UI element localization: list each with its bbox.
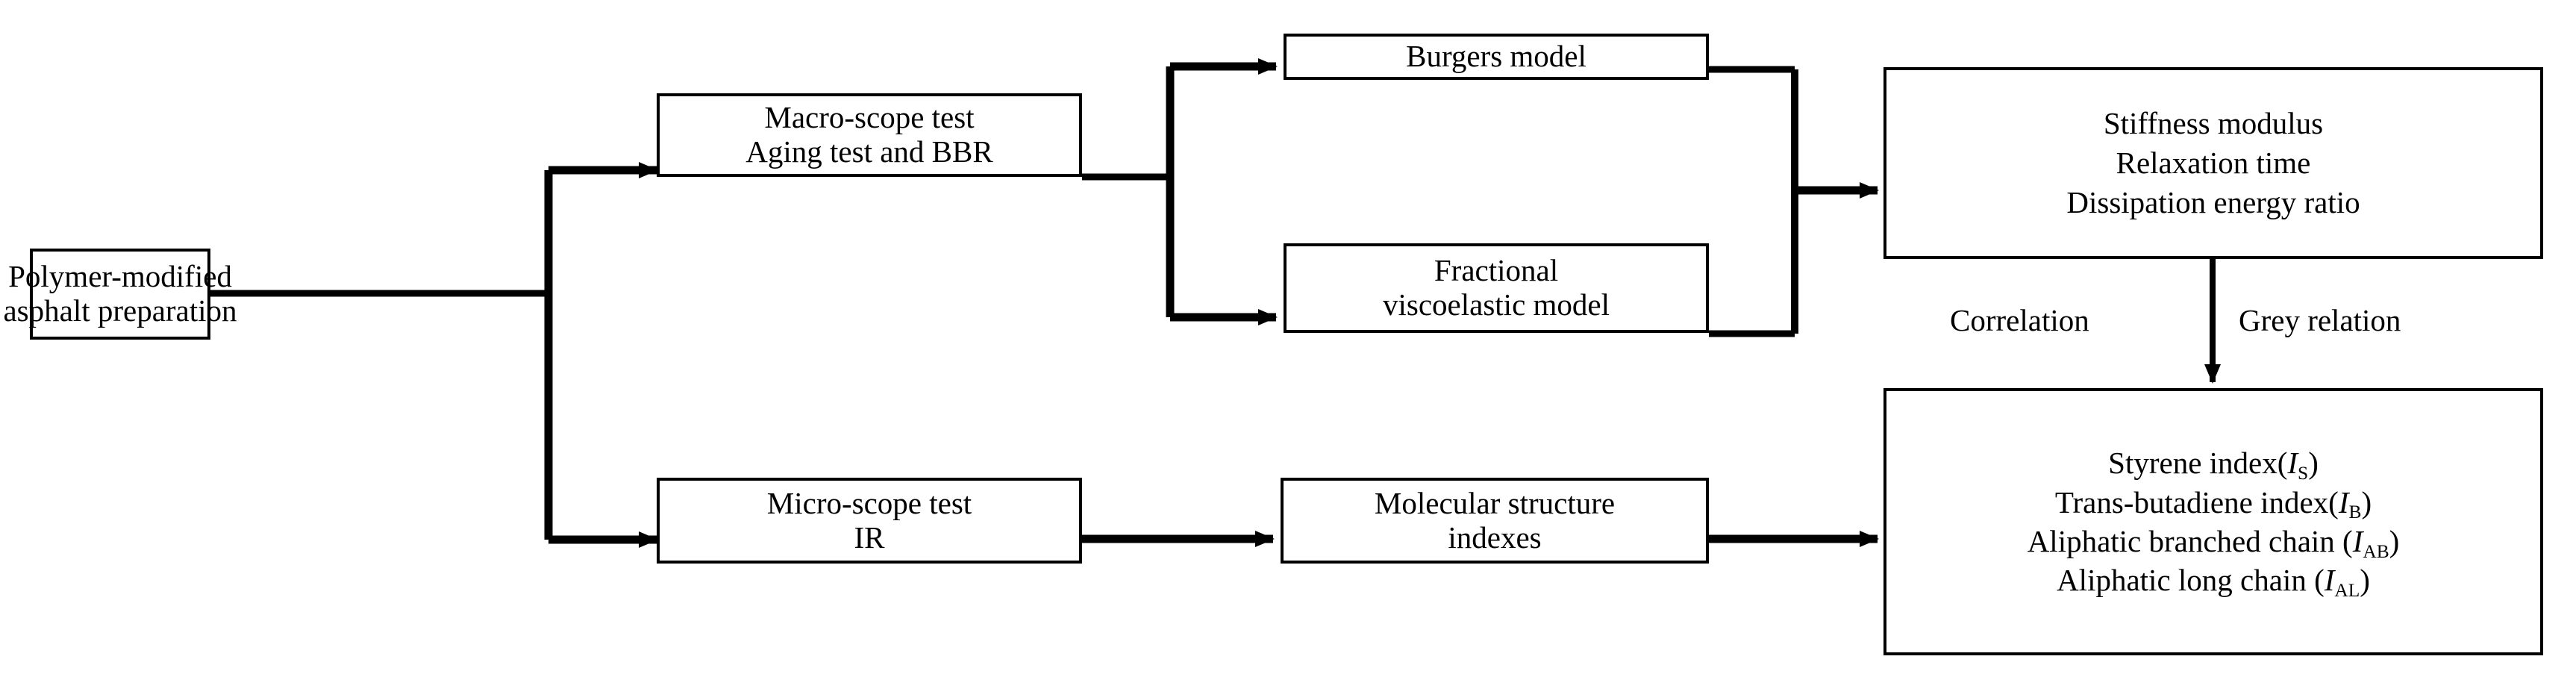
node-micro-test[interactable]: Micro-scope test IR xyxy=(657,478,1082,564)
micro-results-subscript-4: AL xyxy=(2334,580,2360,602)
micro-results-tail-4: ) xyxy=(2360,563,2370,598)
edge-preparation-to-split xyxy=(210,162,658,548)
node-molecular-indexes-line-2: indexes xyxy=(1448,519,1542,555)
micro-results-text-3: Aliphatic branched chain ( xyxy=(2027,524,2353,558)
node-micro-test-line-1: Micro-scope test xyxy=(766,485,972,520)
node-micro-results-line-3: Aliphatic branched chain (IAB) xyxy=(2027,522,2400,562)
micro-results-symbol-2: I xyxy=(2338,484,2349,519)
node-molecular-indexes[interactable]: Molecular structure indexes xyxy=(1281,478,1709,564)
micro-results-tail-2: ) xyxy=(2361,484,2372,519)
node-macro-results-line-3: Dissipation energy ratio xyxy=(2066,185,2360,220)
node-macro-results-line-2: Relaxation time xyxy=(2116,145,2311,180)
node-fractional-model[interactable]: Fractional viscoelastic model xyxy=(1284,243,1709,333)
node-macro-results[interactable]: Stiffness modulus Relaxation time Dissip… xyxy=(1883,67,2543,259)
node-burgers-model-label: Burgers model xyxy=(1406,39,1586,74)
node-preparation-line-2: asphalt preparation xyxy=(3,293,237,328)
micro-results-symbol-3: I xyxy=(2352,524,2363,558)
node-micro-results-line-1: Styrene index(IS) xyxy=(2108,443,2319,484)
micro-results-tail-3: ) xyxy=(2389,524,2400,558)
micro-results-text-2: Trans-butadiene index( xyxy=(2054,484,2339,519)
micro-results-subscript-3: AB xyxy=(2363,540,2389,562)
node-macro-results-line-1: Stiffness modulus xyxy=(2103,105,2324,140)
micro-results-tail-1: ) xyxy=(2308,446,2319,481)
edge-models-to-macro-results xyxy=(1709,66,1879,337)
edge-macro-to-models xyxy=(1082,58,1278,325)
micro-results-subscript-1: S xyxy=(2298,462,2309,484)
node-micro-results-line-2: Trans-butadiene index(IB) xyxy=(2054,483,2372,523)
micro-results-text-4: Aliphatic long chain ( xyxy=(2057,563,2325,598)
node-micro-results[interactable]: Styrene index(IS) Trans-butadiene index(… xyxy=(1883,388,2543,655)
node-macro-test-line-2: Aging test and BBR xyxy=(745,134,993,169)
micro-results-symbol-4: I xyxy=(2324,563,2335,598)
node-burgers-model[interactable]: Burgers model xyxy=(1284,34,1709,80)
micro-results-subscript-2: B xyxy=(2348,502,2362,523)
micro-results-text-1: Styrene index( xyxy=(2108,446,2288,481)
node-molecular-indexes-line-1: Molecular structure xyxy=(1374,485,1616,520)
node-macro-test-line-1: Macro-scope test xyxy=(764,100,975,135)
edge-label-grey-relation: Grey relation xyxy=(2239,302,2401,338)
node-micro-results-line-4: Aliphatic long chain (IAL) xyxy=(2057,561,2370,602)
node-preparation[interactable]: Polymer-modified asphalt preparation xyxy=(3,249,237,340)
edge-label-correlation: Correlation xyxy=(1950,302,2089,338)
node-fractional-model-line-2: viscoelastic model xyxy=(1383,287,1610,322)
node-micro-test-line-2: IR xyxy=(854,519,885,555)
node-fractional-model-line-1: Fractional xyxy=(1434,253,1559,288)
node-macro-test[interactable]: Macro-scope test Aging test and BBR xyxy=(657,93,1082,177)
node-preparation-line-1: Polymer-modified xyxy=(8,259,232,294)
micro-results-symbol-1: I xyxy=(2287,446,2298,481)
